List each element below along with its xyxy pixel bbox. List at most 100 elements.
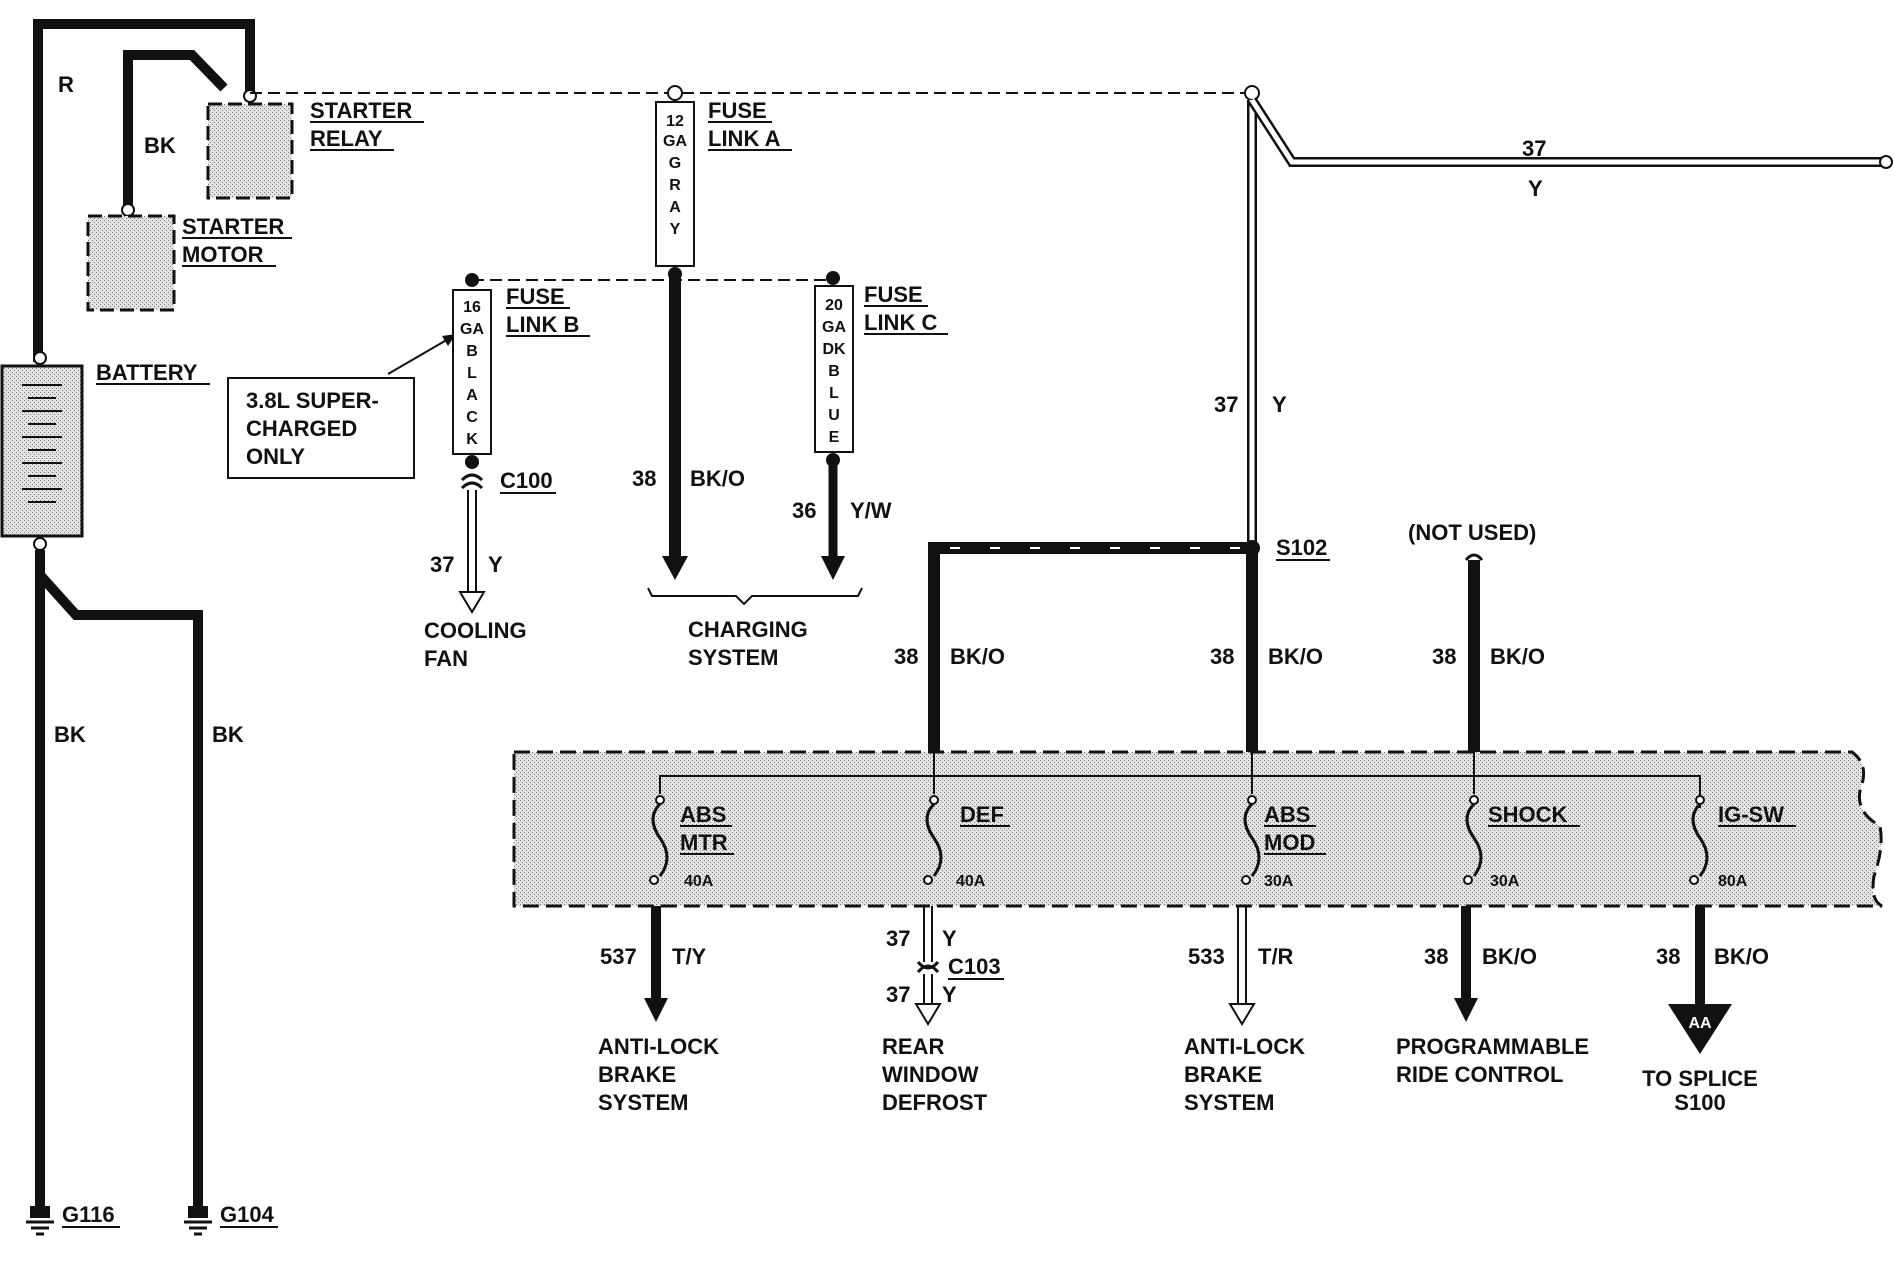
fuse-abs-mod-label-2: MOD bbox=[1264, 830, 1315, 855]
main-feed-vert-circuit: 37 bbox=[1214, 392, 1238, 417]
fuse-ig-sw-label: IG-SW bbox=[1718, 802, 1784, 827]
fuse-link-a-spec: G bbox=[669, 155, 681, 172]
output-shock-dest-1: PROGRAMMABLE bbox=[1396, 1034, 1589, 1059]
main-feed-top-circuit: 37 bbox=[1522, 136, 1546, 161]
output-abs-mod: 533 T/R ANTI-LOCK BRAKE SYSTEM bbox=[1184, 906, 1305, 1115]
starter-section: R BK STARTER RELAY STARTER MOTOR bbox=[33, 19, 424, 362]
fuse-link-b-spec: K bbox=[466, 431, 478, 448]
output-def-circuit: 37 bbox=[886, 926, 910, 951]
charging-system: CHARGING SYSTEM bbox=[647, 587, 863, 670]
fuse-shock-rating: 30A bbox=[1490, 873, 1520, 890]
fuse-link-b-spec: C bbox=[466, 409, 478, 426]
output-abs-mtr-circuit: 537 bbox=[600, 944, 637, 969]
note-line-3: ONLY bbox=[246, 444, 305, 469]
fuse-link-a-spec: Y bbox=[670, 221, 681, 238]
output-def-dest-3: DEFROST bbox=[882, 1090, 988, 1115]
fuse-abs-mod-rating: 30A bbox=[1264, 873, 1294, 890]
relay-terminal bbox=[243, 89, 257, 103]
output-def-dest-2: WINDOW bbox=[882, 1062, 979, 1087]
fuse-icon bbox=[1691, 802, 1709, 877]
wire-r-label: R bbox=[58, 72, 74, 97]
fuse-link-a-spec: A bbox=[669, 199, 681, 216]
fuse-link-c-spec: DK bbox=[822, 341, 846, 358]
wire-bk-right-label: BK bbox=[212, 722, 244, 747]
output-def: 37 Y C103 37 Y REAR WINDOW DEFROST bbox=[882, 906, 1004, 1115]
cooling-fan-circuit: 37 bbox=[430, 552, 454, 577]
starter-relay-label-2: RELAY bbox=[310, 126, 383, 151]
motor-terminal bbox=[121, 203, 135, 217]
splice-s102-label: S102 bbox=[1276, 535, 1327, 560]
output-shock-circuit: 38 bbox=[1424, 944, 1448, 969]
note-line-1: 3.8L SUPER- bbox=[246, 388, 379, 413]
fuse-link-b-spec: L bbox=[467, 365, 477, 382]
not-used-label: (NOT USED) bbox=[1408, 520, 1536, 545]
wire-bk-starter bbox=[123, 50, 228, 210]
output-abs-mtr-color: T/Y bbox=[672, 944, 707, 969]
output-abs-mod-circuit: 533 bbox=[1188, 944, 1225, 969]
charging-system-label-1: CHARGING bbox=[688, 617, 808, 642]
fuse-link-b: 16 GA B L A C K FUSE LINK B C100 37 Y CO… bbox=[424, 273, 590, 671]
wire-bk-g104 bbox=[36, 571, 203, 1208]
fuse-link-a: 12 GA G R A Y FUSE LINK A 38 BK/O bbox=[632, 98, 792, 580]
fuse-link-a-label-2: LINK A bbox=[708, 126, 781, 151]
main-feed-37y: 37 Y 37 Y S102 bbox=[1214, 97, 1893, 561]
wire-r bbox=[33, 19, 255, 362]
fuse-link-c-circuit: 36 bbox=[792, 498, 816, 523]
cooling-fan-label-1: COOLING bbox=[424, 618, 527, 643]
output-abs-mtr: 537 T/Y ANTI-LOCK BRAKE SYSTEM bbox=[598, 906, 719, 1115]
splice-aa-marker-label: AA bbox=[1688, 1015, 1712, 1032]
fuse-link-b-spec: B bbox=[466, 343, 478, 360]
output-abs-mod-dest-1: ANTI-LOCK bbox=[1184, 1034, 1305, 1059]
fuse-link-b-spec: 16 bbox=[463, 299, 481, 316]
fuse-link-c: 20 GA DK B L U E FUSE LINK C 36 Y/W bbox=[792, 271, 948, 580]
fuse-link-b-label-2: LINK B bbox=[506, 312, 579, 337]
fuse-def-label: DEF bbox=[960, 802, 1004, 827]
output-def-color-2: Y bbox=[942, 982, 957, 1007]
fuse-link-b-label-1: FUSE bbox=[506, 284, 565, 309]
fuse-link-a-circuit: 38 bbox=[632, 466, 656, 491]
fuse-abs-mtr: ABS MTR 40A bbox=[649, 795, 734, 890]
fuse-ig-sw: IG-SW 80A bbox=[1689, 795, 1796, 890]
fuse-link-c-label-2: LINK C bbox=[864, 310, 937, 335]
main-feed-top-color: Y bbox=[1528, 176, 1543, 201]
cooling-fan-label-2: FAN bbox=[424, 646, 468, 671]
fuse-shock: SHOCK 30A bbox=[1463, 795, 1580, 890]
output-abs-mtr-dest-2: BRAKE bbox=[598, 1062, 676, 1087]
fuse-link-c-spec: 20 bbox=[825, 297, 843, 314]
ground-icon bbox=[26, 1206, 54, 1236]
ground-g104-label: G104 bbox=[220, 1202, 275, 1227]
fuse-link-c-spec: L bbox=[829, 385, 839, 402]
battery-section: BATTERY BK BK G116 G104 bbox=[0, 351, 278, 1236]
note-line-2: CHARGED bbox=[246, 416, 357, 441]
wire-bk-left-label: BK bbox=[54, 722, 86, 747]
starter-motor-box bbox=[86, 214, 176, 312]
fuse-link-c-label-1: FUSE bbox=[864, 282, 923, 307]
fuse-shock-label: SHOCK bbox=[1488, 802, 1568, 827]
fuse-link-c-spec: E bbox=[829, 429, 840, 446]
fuse-abs-mod: ABS MOD 30A bbox=[1241, 795, 1326, 890]
output-ig-sw-circuit: 38 bbox=[1656, 944, 1680, 969]
output-ig-sw: AA 38 BK/O TO SPLICE S100 bbox=[1642, 906, 1769, 1115]
ground-g116-label: G116 bbox=[62, 1202, 115, 1227]
fuse-def-rating: 40A bbox=[956, 873, 986, 890]
starter-relay-box bbox=[206, 102, 294, 200]
fuse-icon bbox=[925, 802, 943, 877]
fuse-icon bbox=[651, 802, 669, 877]
splice-aa-marker-icon bbox=[1668, 1004, 1732, 1054]
charging-system-label-2: SYSTEM bbox=[688, 645, 778, 670]
fuse-ig-sw-rating: 80A bbox=[1718, 873, 1748, 890]
fuse-link-c-color: Y/W bbox=[850, 498, 892, 523]
feed-1-color: BK/O bbox=[950, 644, 1005, 669]
starter-motor-label-2: MOTOR bbox=[182, 242, 264, 267]
connector-c103-icon bbox=[916, 960, 940, 970]
note-box: 3.8L SUPER- CHARGED ONLY bbox=[227, 334, 456, 479]
fuse-link-a-spec: GA bbox=[663, 133, 687, 150]
fuse-abs-mtr-label-2: MTR bbox=[680, 830, 728, 855]
fuse-link-c-spec: U bbox=[828, 407, 840, 424]
output-shock: 38 BK/O PROGRAMMABLE RIDE CONTROL bbox=[1396, 906, 1589, 1087]
connector-c100-icon bbox=[460, 473, 484, 482]
feed-2-color: BK/O bbox=[1268, 644, 1323, 669]
output-def-color: Y bbox=[942, 926, 957, 951]
output-shock-color: BK/O bbox=[1482, 944, 1537, 969]
